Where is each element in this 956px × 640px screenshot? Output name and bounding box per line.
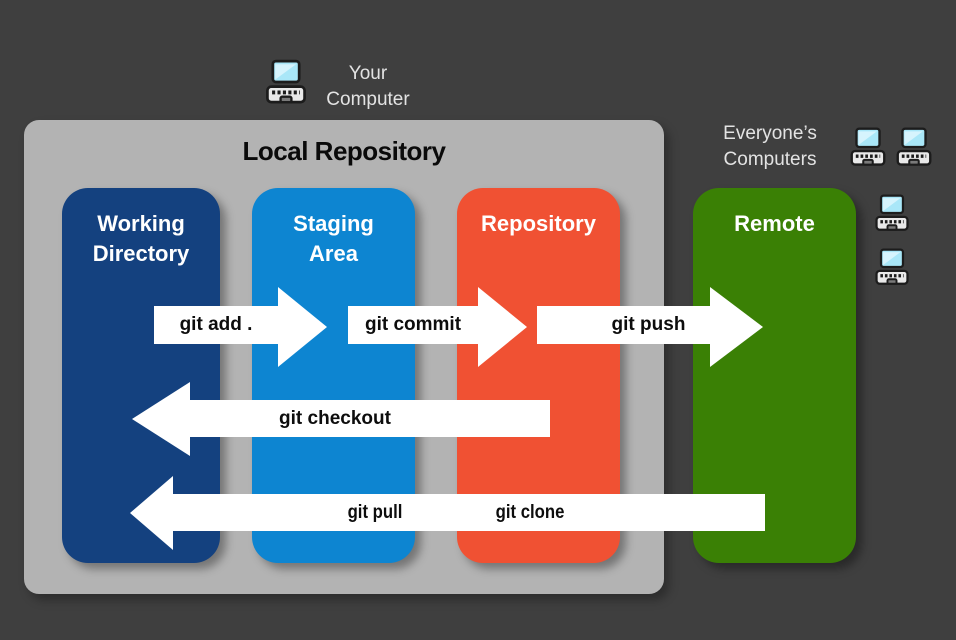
arrow-right-head — [278, 287, 327, 367]
git-pull-label: git pull — [347, 501, 403, 523]
arrow-right-head — [478, 287, 527, 367]
column-working-directory-label: Working Directory — [92, 211, 190, 266]
laptop-icon — [896, 127, 932, 167]
laptop-icon — [874, 193, 910, 232]
arrow-right-head — [710, 287, 763, 367]
git-add-label: git add . — [179, 314, 253, 335]
arrow-git-add: git add . — [154, 287, 327, 367]
column-staging-area-label: Staging Area — [293, 211, 374, 266]
arrow-git-commit: git commit — [348, 287, 527, 367]
git-push-label: git push — [611, 314, 686, 335]
column-repository-label: Repository — [481, 211, 596, 236]
git-clone-label: git clone — [495, 501, 565, 523]
arrow-left-head — [132, 382, 190, 456]
arrow-git-push: git push — [537, 287, 763, 367]
column-remote: Remote — [693, 188, 856, 563]
laptop-icon — [874, 247, 910, 286]
your-computer-label: Your Computer — [316, 61, 420, 113]
laptop-icon — [265, 59, 307, 105]
your-computer-line1: Your — [348, 63, 388, 84]
arrow-git-checkout: git checkout — [132, 382, 550, 456]
git-commit-label: git commit — [364, 314, 462, 335]
git-checkout-label: git checkout — [279, 407, 391, 429]
arrow-left-head — [130, 476, 173, 550]
everyones-computers-line2: Computers — [723, 149, 817, 170]
local-repository-title: Local Repository — [242, 136, 446, 166]
everyones-computers-line1: Everyone’s — [723, 123, 817, 144]
laptop-icon — [850, 127, 886, 167]
arrow-git-pull-clone: git pull git clone — [130, 476, 765, 550]
everyones-computers-label: Everyone’s Computers — [700, 121, 840, 173]
your-computer-line2: Computer — [326, 89, 410, 110]
column-remote-label: Remote — [734, 211, 815, 236]
